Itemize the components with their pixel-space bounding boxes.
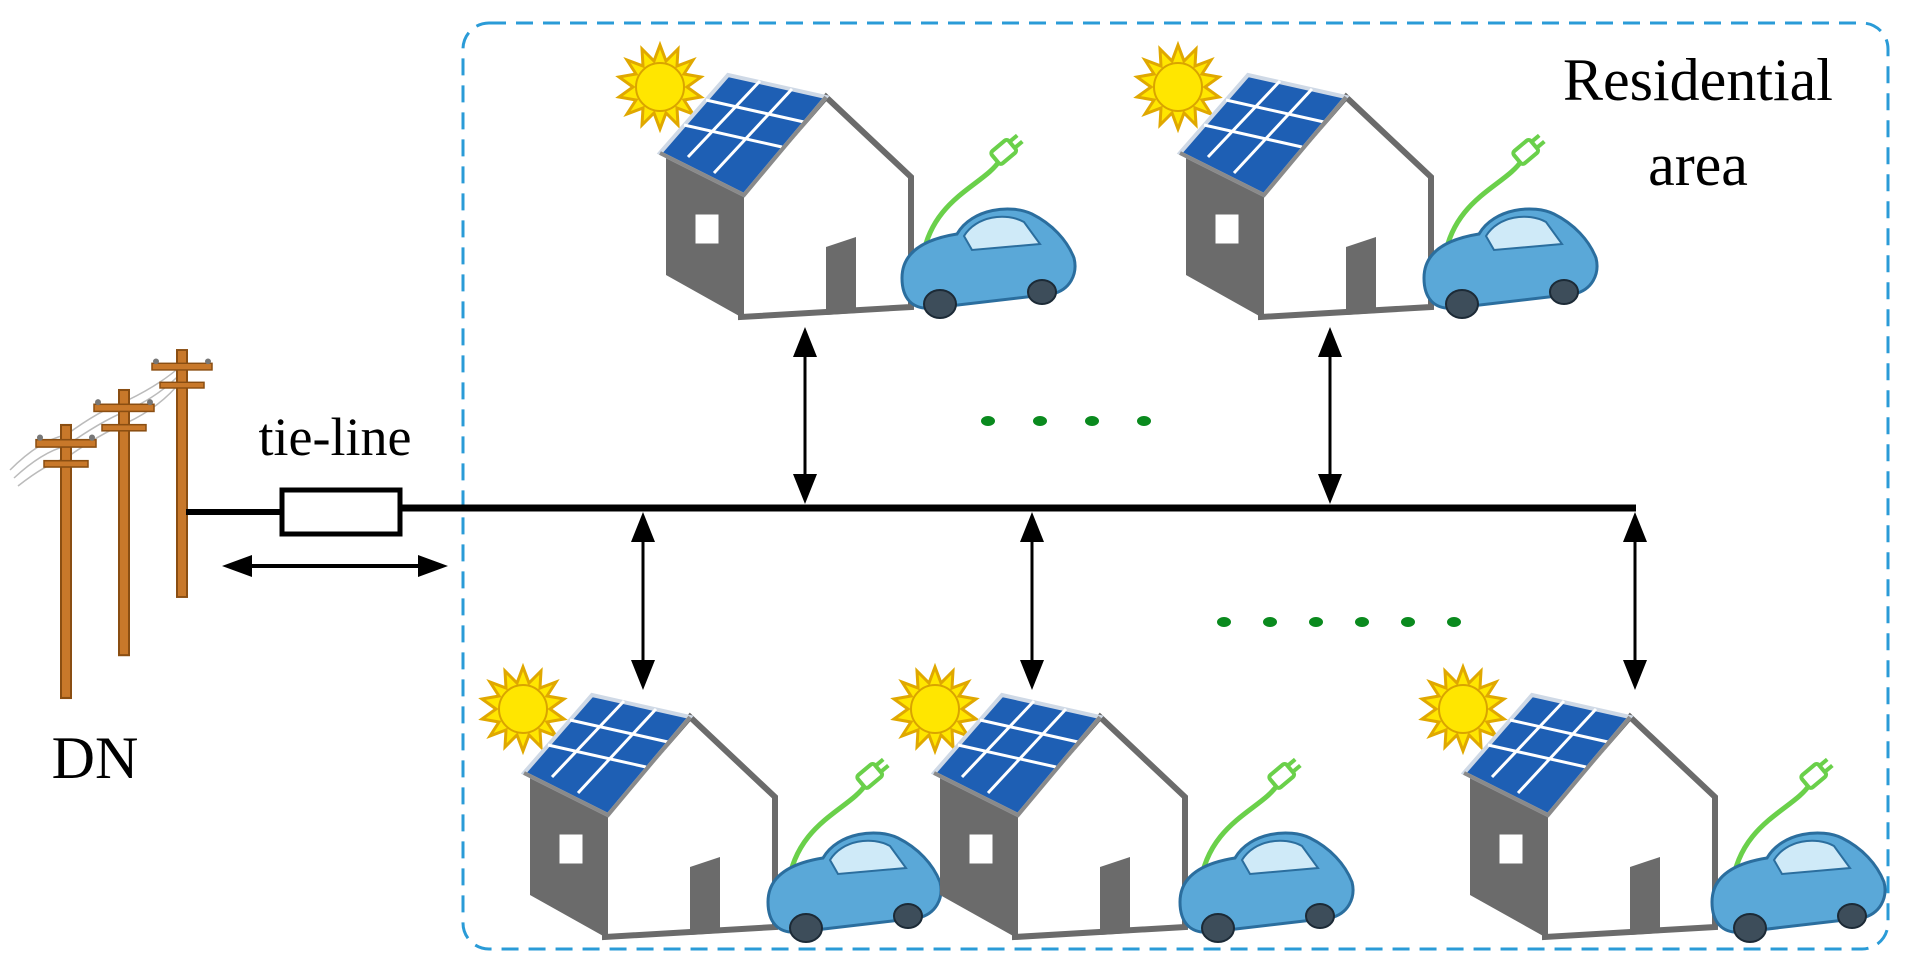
utility-pole-icon — [92, 388, 156, 657]
house-unit-top-2 — [1135, 43, 1597, 318]
utility-pole-icon — [151, 349, 213, 598]
electric-car-icon — [1712, 756, 1885, 942]
dn-label: DN — [52, 725, 139, 791]
residential-area-border — [461, 21, 1890, 951]
tie-line-label: tie-line — [259, 407, 412, 467]
sun-icon — [617, 43, 703, 131]
house-unit-bottom-3 — [1420, 665, 1885, 942]
utility-pole-icon — [34, 423, 98, 700]
sun-icon — [1135, 43, 1221, 131]
house-icon — [660, 75, 911, 317]
house-bus-arrows — [631, 327, 1647, 690]
residential-area-label-line2: area — [1648, 132, 1748, 198]
electric-car-icon — [902, 132, 1075, 318]
more-houses-ellipsis-top — [981, 416, 1151, 426]
distribution-network-poles — [9, 349, 213, 700]
residential-area-label-line1: Residential — [1563, 47, 1833, 113]
electric-car-icon — [768, 756, 941, 942]
house-unit-bottom-1 — [480, 665, 941, 942]
electric-car-icon — [1180, 756, 1353, 942]
more-houses-ellipsis-bottom — [1217, 617, 1461, 627]
house-icon — [1464, 695, 1715, 937]
house-icon — [1180, 75, 1431, 317]
resistor-icon — [279, 487, 403, 537]
tie-line-power-flow-arrow — [222, 555, 448, 577]
house-unit-top-1 — [617, 43, 1075, 318]
house-unit-bottom-2 — [892, 665, 1353, 942]
electric-car-icon — [1424, 132, 1597, 318]
house-icon — [524, 695, 775, 937]
house-icon — [934, 695, 1185, 937]
